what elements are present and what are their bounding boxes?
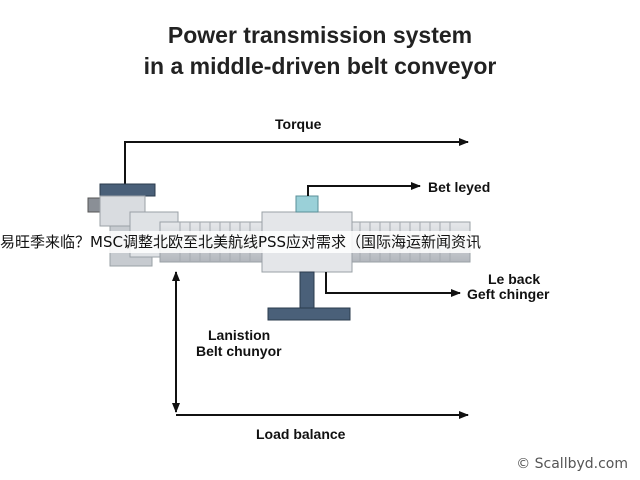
support-pedestal [267,271,351,321]
diagram-title-line-2: in a middle-driven belt conveyor [143,53,497,79]
geft-chinger-label: Geft chinger [467,286,550,302]
bet-leyed-label: Bet leyed [428,179,490,195]
torque-arrow [124,138,469,186]
diagram-title-line-1: Power transmission system [167,22,473,48]
load-balance-label: Load balance [256,426,346,442]
torque-label: Torque [275,116,322,132]
le-back-label: Le back [488,271,540,287]
watermark-text: © Scallbyd.com [516,456,628,472]
news-headline-overlay: 易旺季来临？MSC调整北欧至北美航线PSS应对需求（国际海运新闻资讯 [0,231,640,253]
lanistion-label: Lanistion [208,327,270,343]
geft-chinger-arrow [325,272,461,297]
belt-chunyor-label: Belt chunyor [196,343,282,359]
bet-leyed-arrow [307,182,421,196]
tensioner-block [295,195,319,213]
